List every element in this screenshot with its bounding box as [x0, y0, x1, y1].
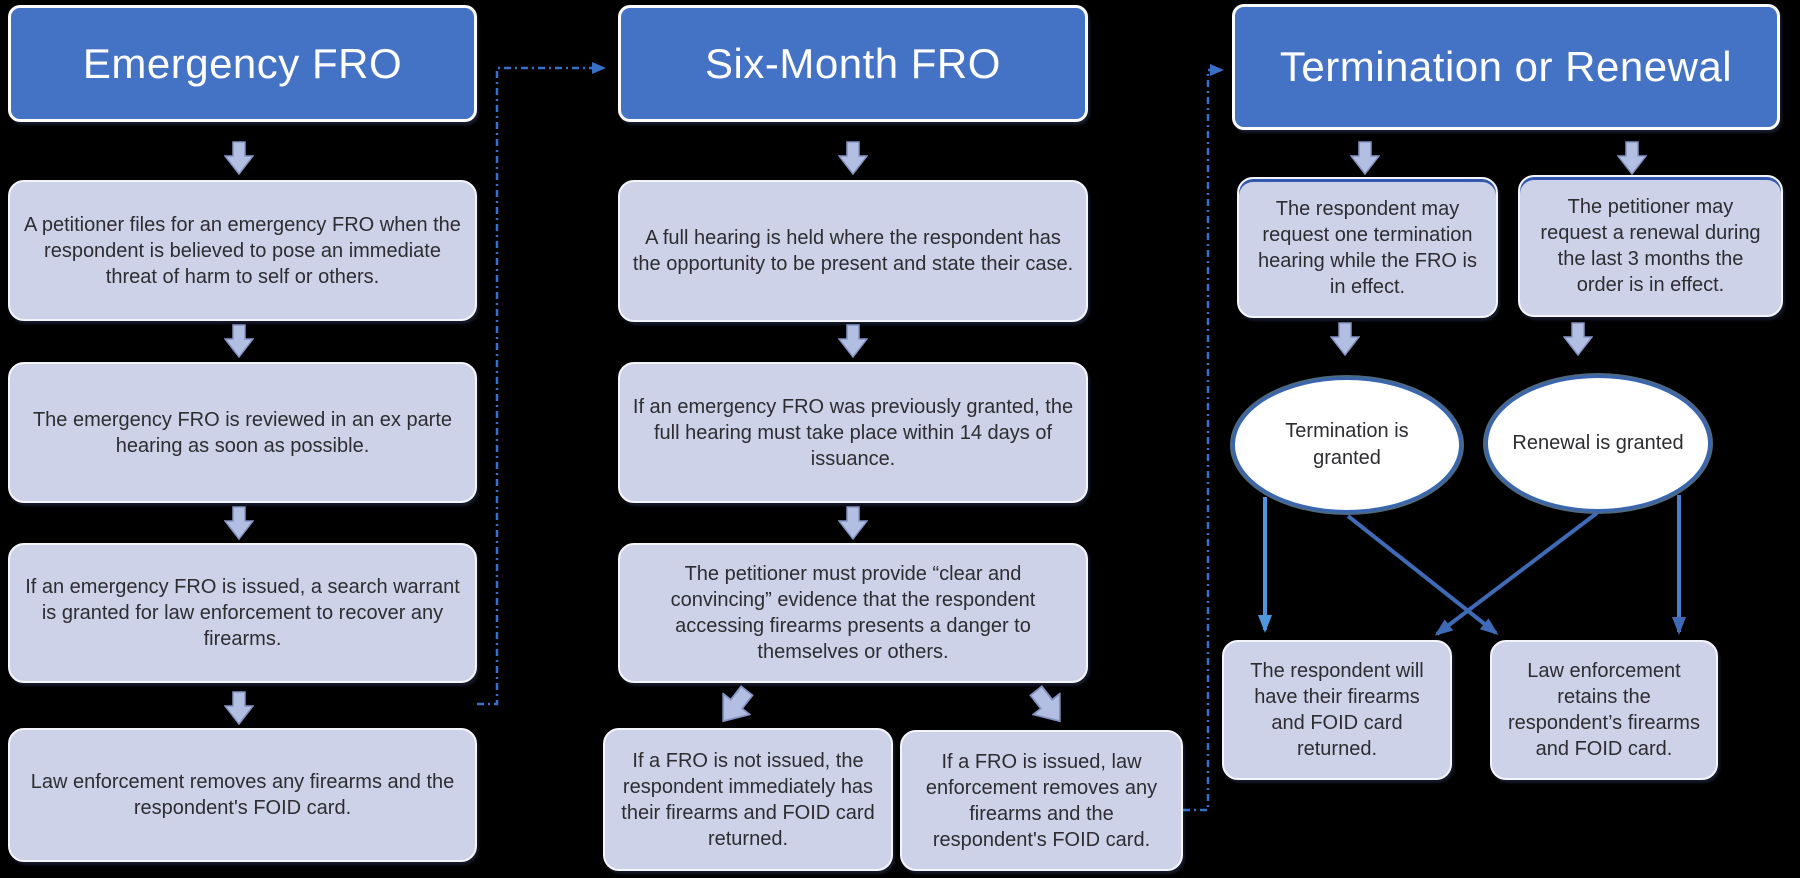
sixmonth-step-14days-box: If an emergency FRO was previously grant…	[618, 362, 1088, 503]
termination-granted-ellipse: Termination is granted	[1232, 377, 1462, 513]
down-arrow-icon	[224, 324, 254, 358]
arrow-termination-to-retained	[1346, 514, 1499, 635]
sixmonth-outcome-not-issued-box: If a FRO is not issued, the respondent i…	[603, 728, 893, 871]
down-arrow-icon	[224, 691, 254, 725]
termination-renewal-header: Termination or Renewal	[1232, 4, 1780, 130]
down-arrow-icon	[838, 324, 868, 358]
renewal-request-box: The petitioner may request a renewal dur…	[1518, 175, 1783, 317]
down-left-arrow-icon	[708, 678, 762, 733]
connector-emergency-to-sixmonth	[477, 62, 606, 706]
down-arrow-icon	[1350, 141, 1380, 175]
down-arrow-icon	[1563, 322, 1593, 356]
six-month-fro-header: Six-Month FRO	[618, 5, 1088, 122]
outcome-retained-box: Law enforcement retains the respondent’s…	[1490, 640, 1718, 780]
emergency-fro-header: Emergency FRO	[8, 5, 477, 122]
down-arrow-icon	[1330, 322, 1360, 356]
termination-request-box: The respondent may request one terminati…	[1237, 177, 1498, 318]
connector-sixmonth-to-termination	[1183, 64, 1224, 812]
arrow-renewal-to-returned	[1434, 511, 1599, 636]
emergency-step-exparte-box: The emergency FRO is reviewed in an ex p…	[8, 362, 477, 503]
sixmonth-step-hearing-box: A full hearing is held where the respond…	[618, 180, 1088, 322]
renewal-granted-ellipse: Renewal is granted	[1485, 375, 1711, 512]
emergency-step-warrant-box: If an emergency FRO is issued, a search …	[8, 543, 477, 683]
down-arrow-icon	[224, 506, 254, 540]
down-right-arrow-icon	[1021, 678, 1075, 733]
outcome-returned-box: The respondent will have their firearms …	[1222, 640, 1452, 780]
down-arrow-icon	[838, 141, 868, 175]
down-arrow-icon	[838, 506, 868, 540]
down-arrow-icon	[1617, 141, 1647, 175]
sixmonth-outcome-issued-box: If a FRO is issued, law enforcement remo…	[900, 730, 1183, 871]
down-arrow-icon	[224, 141, 254, 175]
emergency-step-petition-box: A petitioner files for an emergency FRO …	[8, 180, 477, 321]
sixmonth-step-evidence-box: The petitioner must provide “clear and c…	[618, 543, 1088, 683]
emergency-step-removal-box: Law enforcement removes any firearms and…	[8, 728, 477, 862]
